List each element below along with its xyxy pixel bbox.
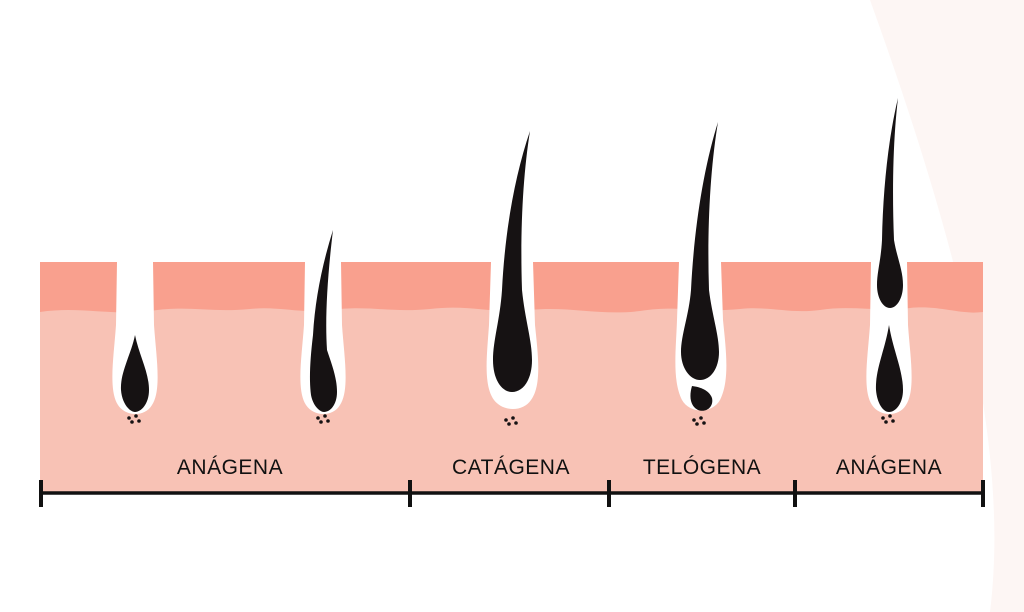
timeline <box>39 480 985 507</box>
phase-label-anagen-1: ANÁGENA <box>177 456 283 479</box>
new-hair-bulb <box>690 386 713 411</box>
follicle-catagen <box>486 131 539 426</box>
follicle-anagen-new <box>866 98 912 424</box>
follicle-anagen-early <box>112 262 158 424</box>
hair-shaft <box>681 122 719 380</box>
phase-label-catagen: CATÁGENA <box>452 456 570 479</box>
background-wash <box>870 0 1024 612</box>
new-hair-shaft <box>875 325 903 412</box>
phase-label-anagen-2: ANÁGENA <box>836 456 942 479</box>
dermal-papilla-icon <box>692 416 706 426</box>
phase-label-telogen: TELÓGENA <box>643 456 761 479</box>
dermal-papilla-icon <box>127 414 141 424</box>
old-hair-shaft <box>877 98 903 308</box>
hair-shaft <box>309 230 337 412</box>
dermal-papilla-icon <box>881 414 895 424</box>
hair-bulb <box>120 335 149 412</box>
dermal-papilla-icon <box>316 414 330 424</box>
hair-shaft <box>493 131 532 392</box>
dermal-papilla-icon <box>504 416 518 426</box>
follicle-telogen <box>675 122 727 426</box>
follicle-anagen-mid <box>300 230 346 424</box>
